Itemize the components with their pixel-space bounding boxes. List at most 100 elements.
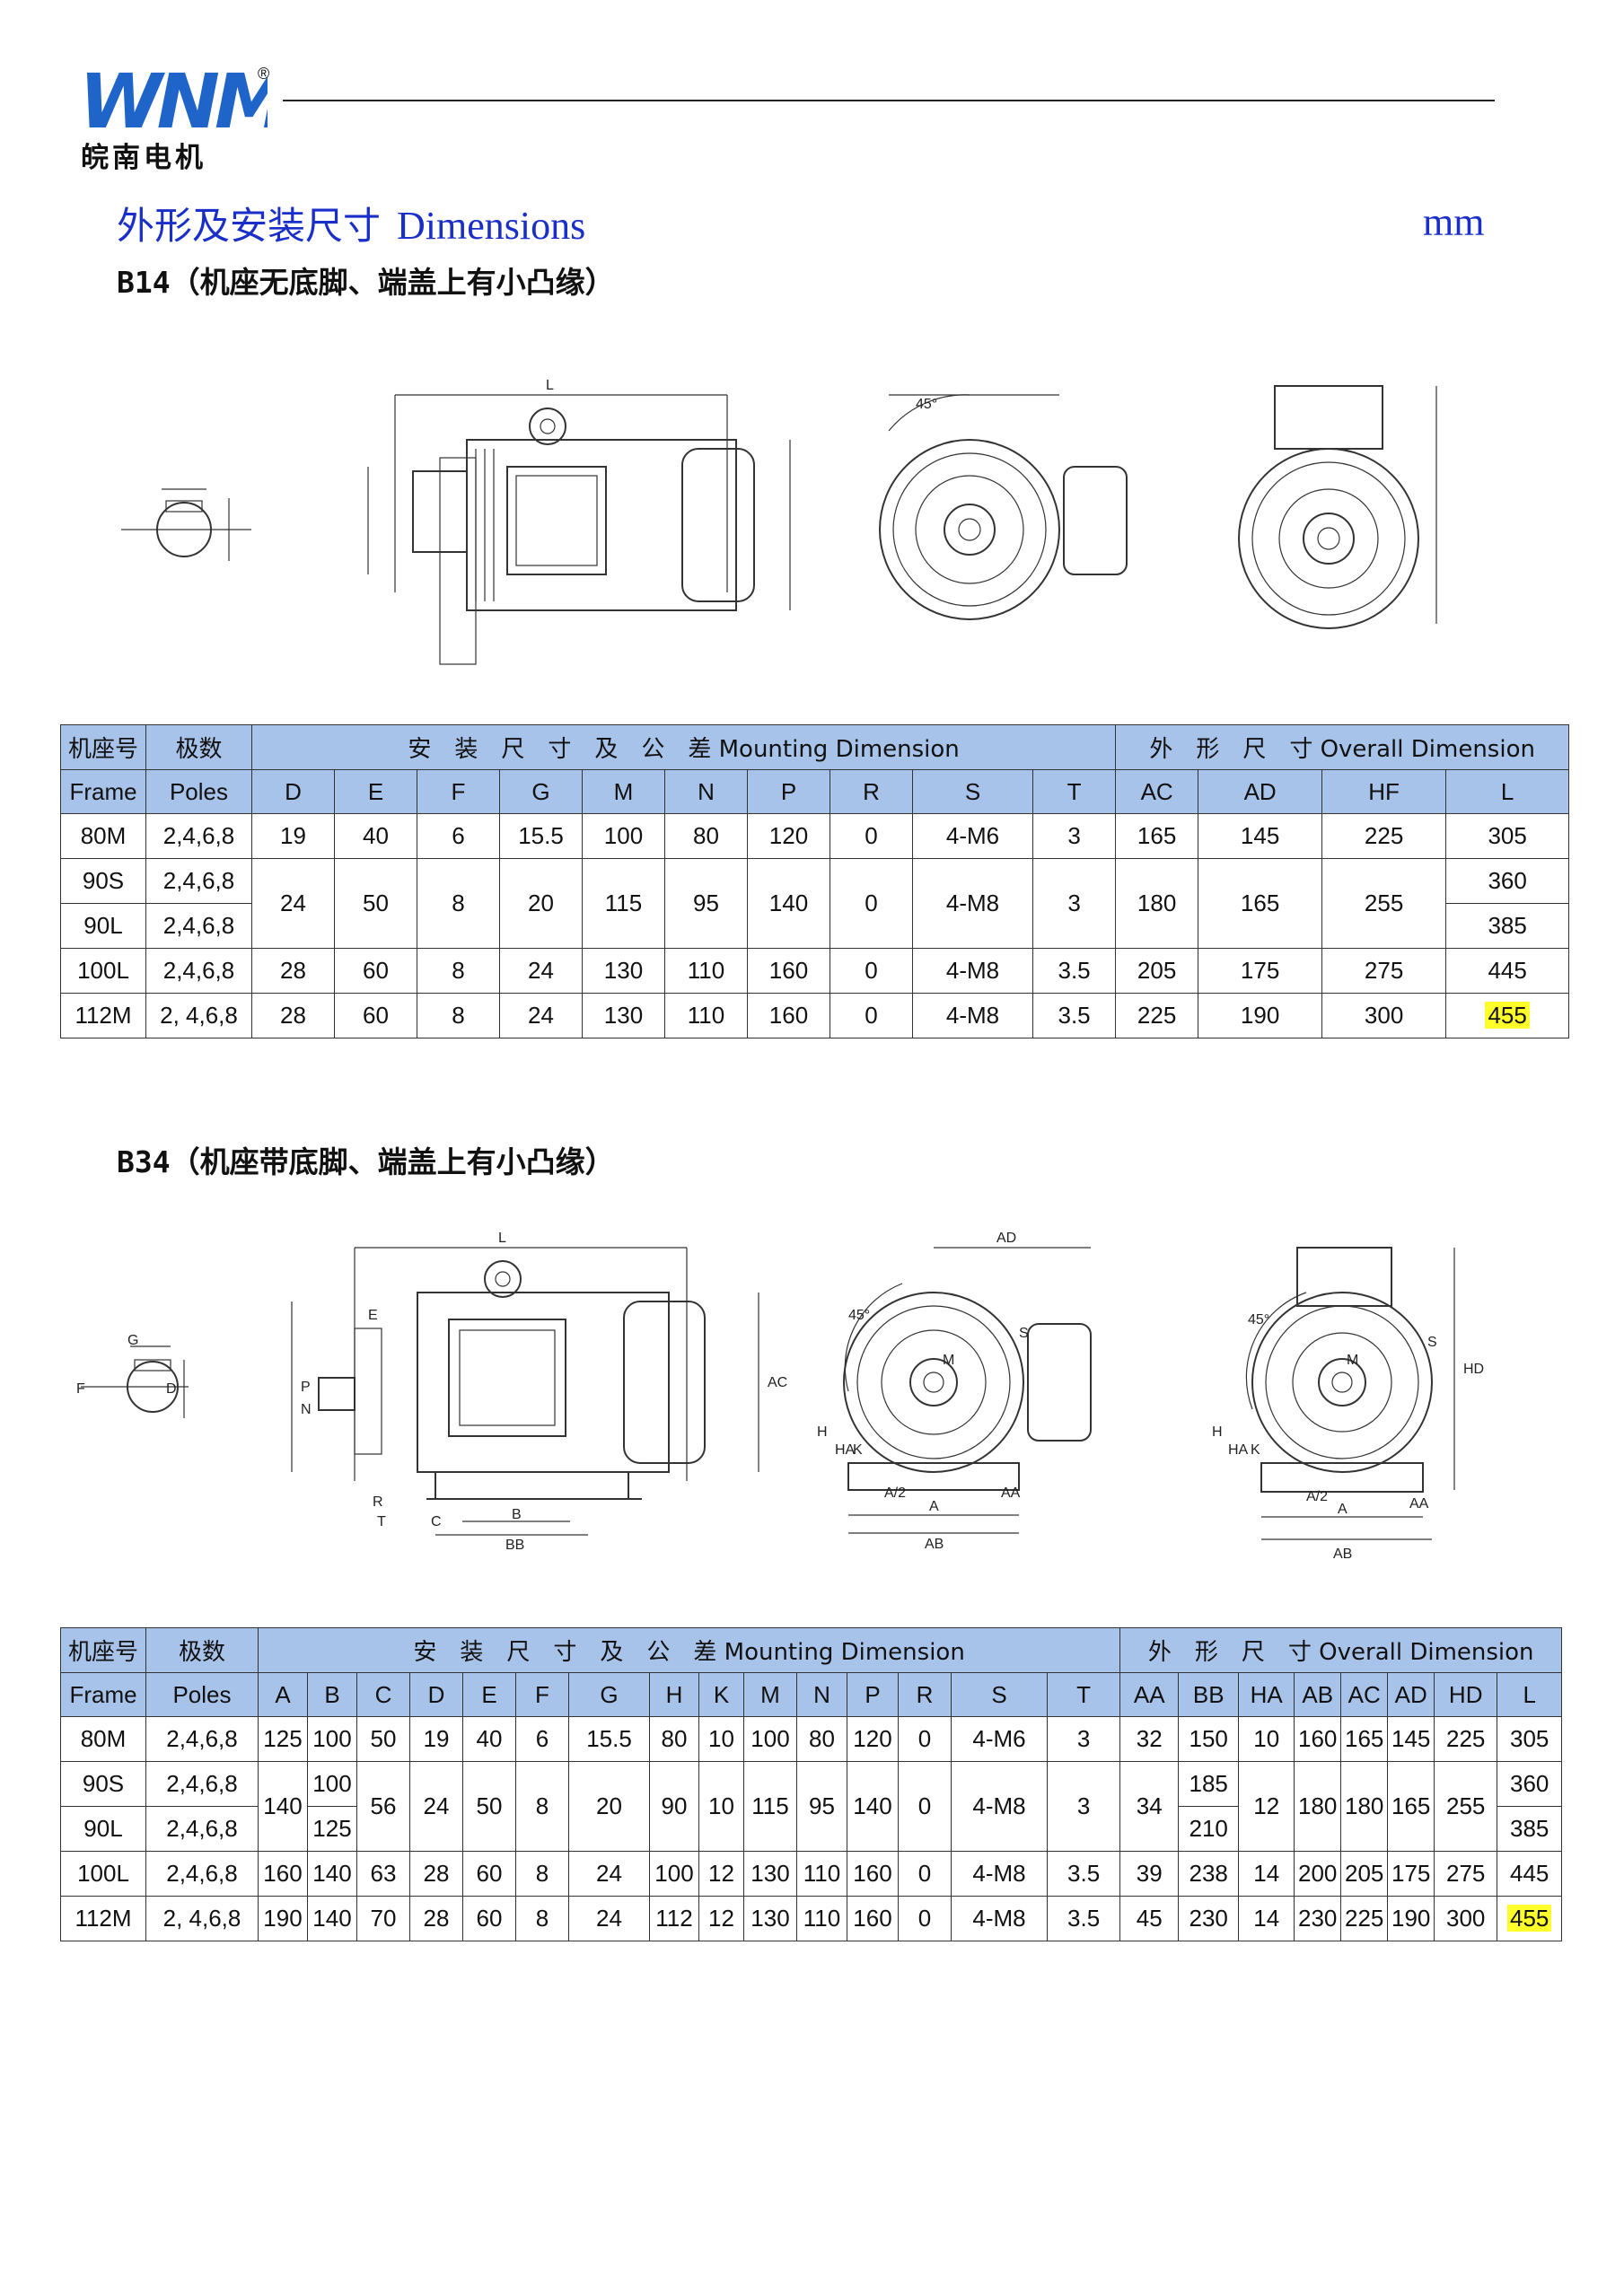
b14-front-view: 45° — [879, 394, 1128, 620]
value-cell: 100 — [649, 1851, 699, 1897]
svg-text:AC: AC — [768, 1375, 787, 1390]
col-F: F — [417, 769, 500, 814]
value-cell: 110 — [796, 1896, 847, 1941]
b14-drawings: L 45° — [121, 378, 1437, 665]
value-cell: 24 — [568, 1851, 650, 1897]
value-cell: 32 — [1119, 1716, 1180, 1762]
col-M: M — [743, 1672, 797, 1717]
value-cell: 0 — [898, 1851, 952, 1897]
value-cell: 10 — [698, 1716, 744, 1762]
value-cell: 180 — [1294, 1761, 1342, 1852]
value-cell: 165 — [1115, 813, 1199, 859]
value-cell: 45 — [1119, 1896, 1180, 1941]
value-cell: 3.5 — [1031, 993, 1117, 1038]
value-cell: 8 — [515, 1851, 569, 1897]
value-cell: 12 — [698, 1851, 744, 1897]
value-cell: 225 — [1115, 993, 1199, 1038]
frame-cell: 90S — [60, 1761, 146, 1807]
value-cell: 14 — [1238, 1851, 1295, 1897]
h-mounting: 安 装 尺 寸 及 公 差 Mounting Dimension — [257, 1627, 1121, 1673]
h-poles-en: Poles — [145, 1672, 259, 1717]
b34-front-view: AD 45° S M A/2 A AB AA H HA K — [817, 1231, 1092, 1552]
value-cell: 165 — [1387, 1761, 1435, 1852]
value-cell: 140 — [258, 1761, 308, 1852]
svg-text:A: A — [1338, 1502, 1347, 1517]
value-cell: 4-M8 — [912, 993, 1033, 1038]
col-K: K — [698, 1672, 744, 1717]
col-AD: AD — [1198, 769, 1323, 814]
value-cell: 28 — [409, 1896, 463, 1941]
value-cell: 60 — [334, 993, 417, 1038]
value-cell: 50 — [462, 1761, 516, 1852]
value-cell: 200 — [1294, 1851, 1342, 1897]
value-cell: 100 — [307, 1716, 357, 1762]
value-cell: 80 — [649, 1716, 699, 1762]
svg-text:45°: 45° — [848, 1308, 870, 1323]
length-cell: 445 — [1445, 948, 1570, 994]
svg-text:T: T — [377, 1514, 386, 1529]
value-cell: 19 — [251, 813, 335, 859]
value-cell: 120 — [847, 1716, 899, 1762]
value-cell: 140 — [747, 858, 830, 949]
value-cell: 160 — [258, 1851, 308, 1897]
unit-label: mm — [1423, 200, 1485, 244]
value-cell: 150 — [1178, 1716, 1240, 1762]
b34-side-view: L P N E R T C B BB AC — [291, 1231, 787, 1553]
h-frame-en: Frame — [60, 1672, 146, 1717]
h-overall: 外 形 尺 寸 Overall Dimension — [1119, 1627, 1563, 1673]
value-cell: 60 — [462, 1896, 516, 1941]
value-cell: 110 — [664, 948, 748, 994]
value-cell: 125 — [307, 1806, 357, 1852]
value-cell: 100 — [307, 1761, 357, 1807]
length-cell: 455 — [1497, 1896, 1563, 1941]
value-cell: 180 — [1115, 858, 1199, 949]
svg-text:BB: BB — [505, 1538, 524, 1553]
value-cell: 175 — [1198, 948, 1323, 994]
value-cell: 145 — [1198, 813, 1323, 859]
value-cell: 210 — [1178, 1806, 1240, 1852]
value-cell: 165 — [1198, 858, 1323, 949]
title-en: Dimensions — [397, 204, 586, 248]
value-cell: 140 — [847, 1761, 899, 1852]
svg-text:A/2: A/2 — [884, 1485, 906, 1501]
value-cell: 145 — [1387, 1716, 1435, 1762]
value-cell: 110 — [664, 993, 748, 1038]
value-cell: 238 — [1178, 1851, 1240, 1897]
value-cell: 275 — [1321, 948, 1447, 994]
value-cell: 8 — [417, 993, 500, 1038]
length-cell: 445 — [1497, 1851, 1563, 1897]
svg-text:45°: 45° — [916, 397, 937, 412]
value-cell: 40 — [334, 813, 417, 859]
col-M: M — [582, 769, 665, 814]
svg-text:HA: HA — [835, 1442, 856, 1458]
svg-text:AB: AB — [1333, 1547, 1352, 1562]
value-cell: 0 — [898, 1716, 952, 1762]
value-cell: 70 — [356, 1896, 410, 1941]
b14-end-view — [1238, 385, 1437, 629]
svg-text:H: H — [817, 1424, 828, 1440]
value-cell: 3 — [1046, 1716, 1121, 1762]
poles-cell: 2,4,6,8 — [145, 1716, 259, 1762]
col-N: N — [664, 769, 748, 814]
length-cell: 455 — [1445, 993, 1570, 1038]
poles-cell: 2,4,6,8 — [145, 1761, 259, 1807]
h-poles-cn: 极数 — [145, 1627, 259, 1673]
b34-end-view: HD 45° S M A/2 A AB AA H HA K — [1212, 1247, 1484, 1562]
col-R: R — [830, 769, 913, 814]
value-cell: 4-M6 — [912, 813, 1033, 859]
poles-cell: 2, 4,6,8 — [145, 993, 252, 1038]
svg-text:L: L — [546, 378, 554, 393]
length-cell: 385 — [1445, 903, 1570, 949]
svg-text:HA: HA — [1228, 1442, 1249, 1458]
value-cell: 110 — [796, 1851, 847, 1897]
value-cell: 3.5 — [1046, 1896, 1121, 1941]
col-G: G — [568, 1672, 650, 1717]
value-cell: 0 — [830, 993, 913, 1038]
col-HF: HF — [1321, 769, 1447, 814]
value-cell: 8 — [417, 858, 500, 949]
value-cell: 10 — [698, 1761, 744, 1852]
value-cell: 160 — [747, 948, 830, 994]
value-cell: 19 — [409, 1716, 463, 1762]
